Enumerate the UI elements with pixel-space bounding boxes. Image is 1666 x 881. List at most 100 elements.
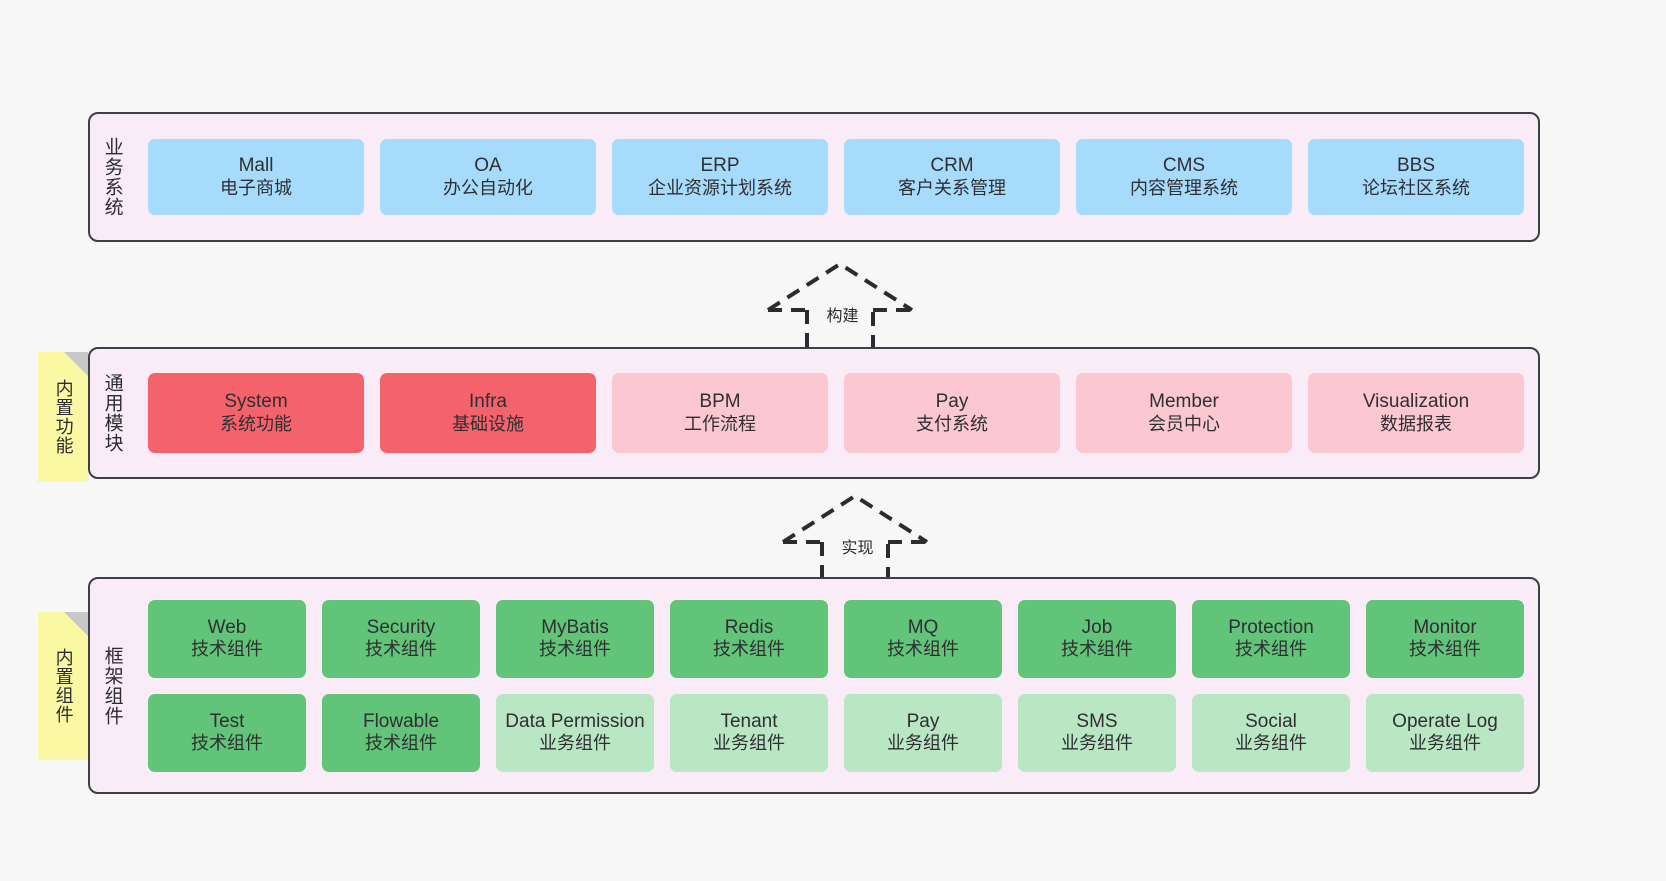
layer-title-framework-component: 框架组件 xyxy=(101,645,123,726)
node-label-cn: 业务组件 xyxy=(1409,733,1481,754)
node-label-en: Infra xyxy=(468,391,508,413)
node-bpm[interactable]: BPM 工作流程 xyxy=(612,373,828,453)
node-label-en: Pay xyxy=(935,391,969,413)
node-data-permission[interactable]: Data Permission 业务组件 xyxy=(496,693,654,772)
node-security[interactable]: Security 技术组件 xyxy=(322,599,480,678)
node-label-cn: 技术组件 xyxy=(1235,639,1307,660)
connector-label-realize: 实现 xyxy=(841,540,874,557)
layer-row: Mall 电子商城 OA 办公自动化 ERP 企业资源计划系统 CRM 客户关系… xyxy=(148,139,1524,215)
node-test[interactable]: Test 技术组件 xyxy=(148,693,306,772)
node-bbs[interactable]: BBS 论坛社区系统 xyxy=(1308,139,1524,215)
node-pay-component[interactable]: Pay 业务组件 xyxy=(844,693,1002,772)
node-label-en: MyBatis xyxy=(541,616,609,638)
node-member[interactable]: Member 会员中心 xyxy=(1076,373,1292,453)
layer-title-business-system: 业务系统 xyxy=(101,137,123,217)
layer-body-common-module: System 系统功能 Infra 基础设施 BPM 工作流程 Pay 支付系统… xyxy=(134,349,1538,477)
node-label-cn: 技术组件 xyxy=(191,639,263,660)
node-label-cn: 技术组件 xyxy=(539,639,611,660)
node-label-en: Web xyxy=(207,616,247,638)
layer-framework-component: 框架组件 Web 技术组件 Security 技术组件 MyBatis 技术组件… xyxy=(88,577,1540,794)
sticky-note-builtin-components: 内置组件 xyxy=(38,612,88,760)
node-label-cn: 工作流程 xyxy=(684,413,756,434)
node-label-en: Monitor xyxy=(1413,616,1477,638)
node-label-cn: 业务组件 xyxy=(713,733,785,754)
node-oa[interactable]: OA 办公自动化 xyxy=(380,139,596,215)
node-system[interactable]: System 系统功能 xyxy=(148,373,364,453)
node-label-en: Data Permission xyxy=(505,710,645,732)
node-label-en: Flowable xyxy=(362,710,440,732)
node-label-cn: 技术组件 xyxy=(887,639,959,660)
node-label-en: CRM xyxy=(930,155,974,177)
node-label-cn: 企业资源计划系统 xyxy=(648,177,792,198)
node-label-en: Member xyxy=(1149,391,1219,413)
node-mall[interactable]: Mall 电子商城 xyxy=(148,139,364,215)
layer-row: Web 技术组件 Security 技术组件 MyBatis 技术组件 Redi… xyxy=(148,599,1524,678)
node-label-cn: 业务组件 xyxy=(1061,733,1133,754)
sticky-note-builtin-features: 内置功能 xyxy=(38,352,88,482)
node-monitor[interactable]: Monitor 技术组件 xyxy=(1366,599,1524,678)
node-label-en: OA xyxy=(474,155,502,177)
node-erp[interactable]: ERP 企业资源计划系统 xyxy=(612,139,828,215)
node-label-en: SMS xyxy=(1076,710,1118,732)
node-label-cn: 技术组件 xyxy=(1061,639,1133,660)
node-label-cn: 内容管理系统 xyxy=(1130,177,1238,198)
node-pay[interactable]: Pay 支付系统 xyxy=(844,373,1060,453)
node-label-en: Protection xyxy=(1228,616,1314,638)
node-social[interactable]: Social 业务组件 xyxy=(1192,693,1350,772)
node-label-en: Job xyxy=(1081,616,1113,638)
layer-row: Test 技术组件 Flowable 技术组件 Data Permission … xyxy=(148,693,1524,772)
sticky-note-label: 内置组件 xyxy=(53,648,74,724)
node-label-cn: 办公自动化 xyxy=(443,177,533,198)
node-label-en: System xyxy=(224,391,288,413)
node-label-en: BPM xyxy=(699,391,741,413)
connector-build-arrow: 构建 xyxy=(760,258,920,358)
node-label-cn: 数据报表 xyxy=(1380,413,1452,434)
node-label-en: Pay xyxy=(906,710,940,732)
layer-business-system: 业务系统 Mall 电子商城 OA 办公自动化 ERP 企业资源计划系统 CRM… xyxy=(88,112,1540,242)
layer-body-framework-component: Web 技术组件 Security 技术组件 MyBatis 技术组件 Redi… xyxy=(134,579,1538,792)
node-label-en: Test xyxy=(209,710,245,732)
node-flowable[interactable]: Flowable 技术组件 xyxy=(322,693,480,772)
node-label-cn: 业务组件 xyxy=(1235,733,1307,754)
layer-common-module: 通用模块 System 系统功能 Infra 基础设施 BPM 工作流程 Pay… xyxy=(88,347,1540,479)
sticky-note-label: 内置功能 xyxy=(53,379,74,455)
node-label-en: ERP xyxy=(700,155,740,177)
node-label-en: Social xyxy=(1245,710,1297,732)
node-label-en: Operate Log xyxy=(1392,710,1498,732)
node-label-en: Redis xyxy=(724,616,774,638)
node-label-cn: 技术组件 xyxy=(1409,639,1481,660)
node-label-cn: 基础设施 xyxy=(452,413,524,434)
node-label-cn: 论坛社区系统 xyxy=(1362,177,1470,198)
node-label-en: CMS xyxy=(1162,155,1206,177)
node-label-cn: 业务组件 xyxy=(539,733,611,754)
node-label-cn: 支付系统 xyxy=(916,413,988,434)
node-label-cn: 技术组件 xyxy=(365,733,437,754)
node-cms[interactable]: CMS 内容管理系统 xyxy=(1076,139,1292,215)
layer-row: System 系统功能 Infra 基础设施 BPM 工作流程 Pay 支付系统… xyxy=(148,373,1524,453)
node-visualization[interactable]: Visualization 数据报表 xyxy=(1308,373,1524,453)
node-label-cn: 技术组件 xyxy=(191,733,263,754)
node-label-cn: 系统功能 xyxy=(220,413,292,434)
node-redis[interactable]: Redis 技术组件 xyxy=(670,599,828,678)
node-infra[interactable]: Infra 基础设施 xyxy=(380,373,596,453)
layer-title-common-module: 通用模块 xyxy=(101,373,123,453)
node-tenant[interactable]: Tenant 业务组件 xyxy=(670,693,828,772)
node-protection[interactable]: Protection 技术组件 xyxy=(1192,599,1350,678)
node-label-cn: 客户关系管理 xyxy=(898,177,1006,198)
node-sms[interactable]: SMS 业务组件 xyxy=(1018,693,1176,772)
sticky-fold-corner-icon xyxy=(64,352,88,376)
node-web[interactable]: Web 技术组件 xyxy=(148,599,306,678)
node-mybatis[interactable]: MyBatis 技术组件 xyxy=(496,599,654,678)
node-job[interactable]: Job 技术组件 xyxy=(1018,599,1176,678)
node-crm[interactable]: CRM 客户关系管理 xyxy=(844,139,1060,215)
node-label-cn: 会员中心 xyxy=(1148,413,1220,434)
node-label-cn: 业务组件 xyxy=(887,733,959,754)
node-operate-log[interactable]: Operate Log 业务组件 xyxy=(1366,693,1524,772)
node-label-en: Tenant xyxy=(720,710,778,732)
node-label-en: Visualization xyxy=(1362,391,1470,413)
node-label-cn: 技术组件 xyxy=(365,639,437,660)
node-mq[interactable]: MQ 技术组件 xyxy=(844,599,1002,678)
sticky-fold-corner-icon xyxy=(64,612,88,636)
connector-realize-arrow: 实现 xyxy=(775,490,935,590)
